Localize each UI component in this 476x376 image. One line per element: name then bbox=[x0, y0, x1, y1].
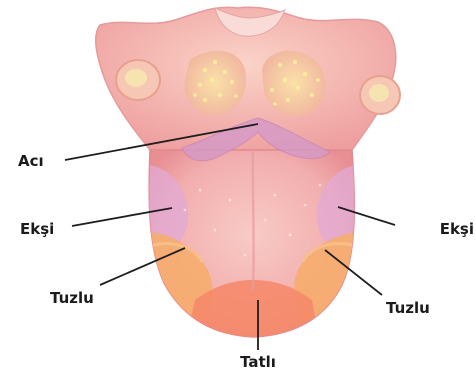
label-bitter: Acı bbox=[18, 152, 44, 170]
label-salty-left: Tuzlu bbox=[50, 289, 94, 307]
right-tonsil bbox=[360, 76, 400, 114]
label-sour-right: Ekşi bbox=[440, 220, 474, 238]
label-sour-left: Ekşi bbox=[20, 220, 54, 238]
midline-groove bbox=[253, 150, 254, 290]
label-sweet: Tatlı bbox=[240, 353, 276, 371]
label-salty-right: Tuzlu bbox=[386, 299, 430, 317]
left-tonsil bbox=[116, 60, 160, 100]
